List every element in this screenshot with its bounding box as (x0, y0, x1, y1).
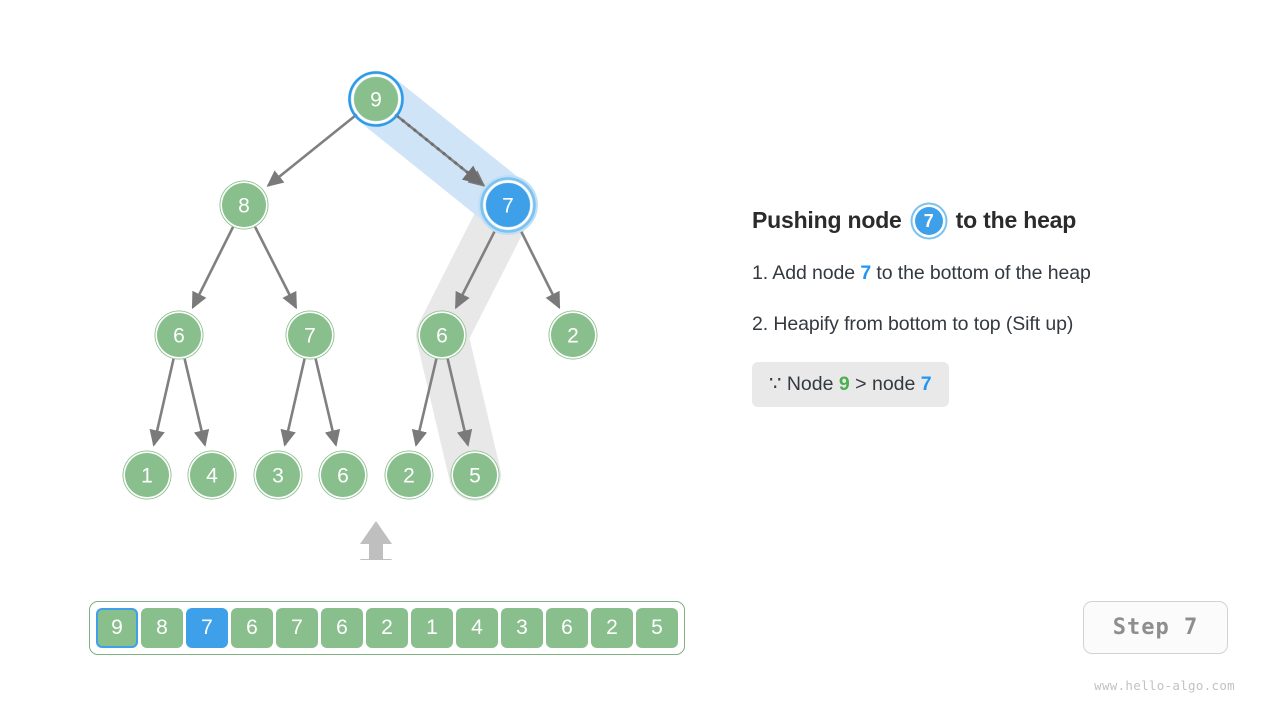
step-item-2: 2. Heapify from bottom to top (Sift up) (752, 313, 1252, 336)
tree-node-n0: 9 (348, 71, 404, 127)
tree-node-label: 7 (304, 325, 316, 348)
tree-array-link-arrow (360, 521, 392, 560)
reason-left-value: 9 (838, 373, 850, 395)
tree-edge-n1-n3 (191, 226, 235, 310)
page-title: Pushing node 7 to the heap (752, 206, 1252, 235)
tree-node-label: 2 (567, 325, 579, 348)
tree-edge-n3-n8 (183, 358, 210, 447)
heading-suffix: to the heap (955, 206, 1077, 233)
tree-node-label: 5 (469, 465, 481, 488)
step-2-prefix: 2. Heapify from bottom to top (Sift up) (752, 313, 1074, 335)
tree-node-n8: 4 (187, 450, 237, 500)
array-cell-6: 2 (366, 608, 408, 648)
tree-node-label: 6 (173, 325, 185, 348)
array-cell-0: 9 (96, 608, 138, 648)
tree-edge-n0-n1 (266, 113, 358, 187)
tree-node-n2: 7 (478, 175, 538, 235)
tree-node-n12: 5 (450, 450, 500, 500)
because-symbol: ∵ (769, 373, 782, 395)
tree-node-label: 2 (403, 465, 415, 488)
heading-node-badge: 7 (914, 207, 943, 235)
reason-lead: Node (781, 373, 839, 395)
tree-node-label: 7 (502, 195, 514, 218)
tree-node-n11: 2 (384, 450, 434, 500)
tree-node-label: 6 (436, 325, 448, 348)
step-item-1: 1. Add node 7 to the bottom of the heap (752, 262, 1252, 285)
tree-node-label: 8 (238, 195, 250, 218)
array-cell-1: 8 (141, 608, 183, 648)
binary-heap-tree: 9 8 7 6 7 6 2 1 4 3 6 2 5 (122, 71, 598, 560)
tree-node-n10: 6 (318, 450, 368, 500)
reason-right-label: node (871, 373, 921, 395)
tree-edge-n2-n6 (517, 226, 561, 310)
tree-node-label: 1 (141, 465, 153, 488)
tree-node-n4: 7 (285, 310, 335, 360)
array-cell-5: 6 (321, 608, 363, 648)
tree-edge-layer (149, 113, 561, 447)
watermark: www.hello-algo.com (1094, 678, 1235, 693)
tree-node-layer: 9 8 7 6 7 6 2 1 4 3 6 2 5 (122, 71, 598, 500)
explanation-panel: Pushing node 7 to the heap 1. Add node 7… (752, 206, 1252, 407)
tree-node-label: 6 (337, 465, 349, 488)
tree-node-n9: 3 (253, 450, 303, 500)
reason-right-value: 7 (920, 373, 932, 395)
path-highlight-layer (348, 71, 536, 501)
tree-edge-n4-n10 (314, 358, 341, 447)
tree-edge-n5-n11 (411, 358, 438, 447)
tree-node-label: 9 (370, 89, 382, 112)
tree-node-n7: 1 (122, 450, 172, 500)
step-1-suffix: to the bottom of the heap (871, 262, 1091, 284)
swap-arrow-layer (395, 114, 483, 185)
tree-node-n5: 6 (417, 310, 467, 360)
tree-edge-n3-n7 (149, 358, 175, 447)
tree-node-n1: 8 (219, 180, 269, 230)
tree-edge-n5-n12 (446, 358, 473, 447)
array-cell-11: 2 (591, 608, 633, 648)
array-cell-12: 5 (636, 608, 678, 648)
tree-node-label: 4 (206, 465, 218, 488)
tree-edge-n4-n9 (280, 358, 306, 447)
array-cell-3: 6 (231, 608, 273, 648)
tree-edge-n1-n4 (253, 226, 298, 310)
array-cell-4: 7 (276, 608, 318, 648)
tree-node-n6: 2 (548, 310, 598, 360)
step-badge: Step 7 (1083, 601, 1228, 654)
array-cell-7: 1 (411, 608, 453, 648)
tree-edge-n2-n5 (454, 226, 499, 310)
array-cell-2: 7 (186, 608, 228, 648)
array-cell-9: 3 (501, 608, 543, 648)
tree-node-n3: 6 (154, 310, 204, 360)
swap-dotted-arrow (395, 114, 483, 185)
tree-node-label: 3 (272, 465, 284, 488)
step-1-value: 7 (860, 262, 872, 284)
array-cell-10: 6 (546, 608, 588, 648)
reason-callout: ∵ Node 9 > node 7 (752, 362, 949, 407)
array-cell-8: 4 (456, 608, 498, 648)
heading-prefix: Pushing node (752, 206, 902, 233)
reason-operator: > (849, 373, 872, 395)
step-1-prefix: 1. Add node (752, 262, 861, 284)
